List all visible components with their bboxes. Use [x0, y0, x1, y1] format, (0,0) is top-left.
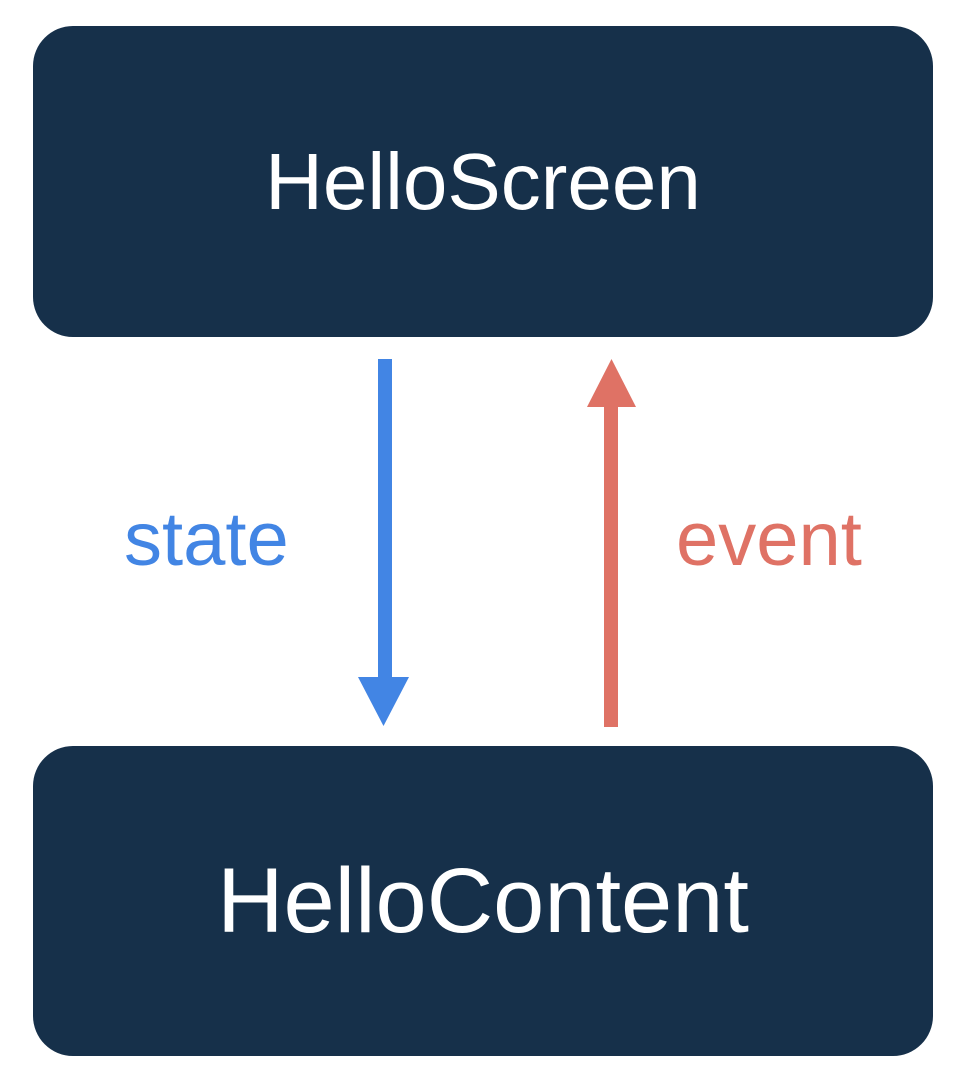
edge-label-event: event [676, 502, 862, 578]
edge-label-state-text: state [124, 497, 289, 582]
edge-state-arrow [358, 359, 409, 726]
node-hello-screen-label: HelloScreen [265, 136, 701, 226]
edge-label-state: state [124, 502, 289, 578]
edge-label-event-text: event [676, 497, 862, 582]
node-hello-content[interactable]: HelloContent [33, 746, 933, 1056]
edge-event-arrow [587, 359, 636, 727]
node-hello-screen[interactable]: HelloScreen [33, 26, 933, 337]
node-hello-content-label: HelloContent [217, 850, 749, 952]
